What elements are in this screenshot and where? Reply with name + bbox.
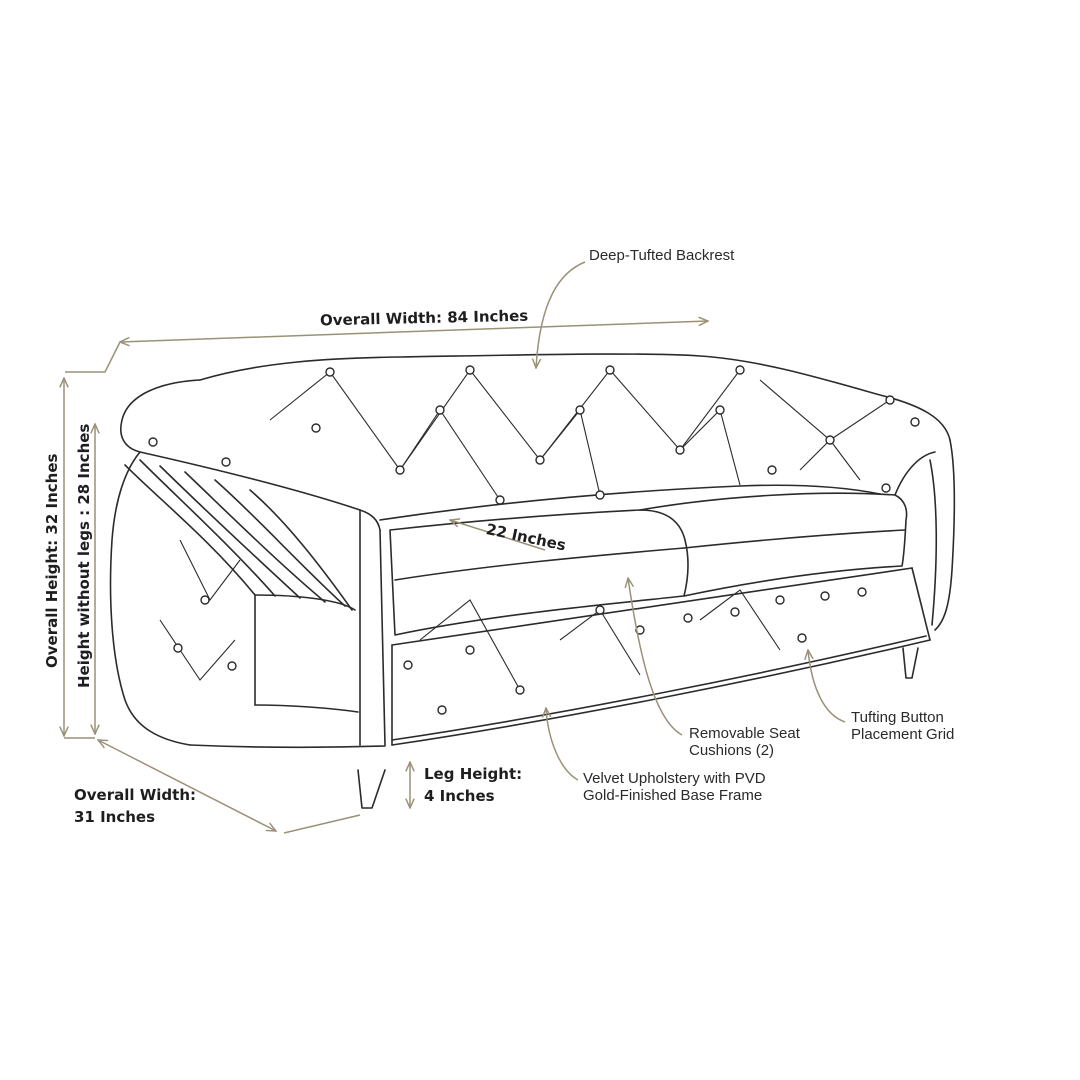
- tufting-callout: [808, 650, 846, 723]
- upholstery-label-line2: Gold-Finished Base Frame: [583, 787, 763, 805]
- cushions-label-line1: Removable Seat: [689, 725, 800, 742]
- tufting-label-line1: Tufting Button: [851, 709, 944, 726]
- backrest-outline: [199, 353, 951, 441]
- backrest-label: Deep-Tufted Backrest: [589, 247, 735, 264]
- cushions-callout: [628, 578, 683, 736]
- upholstery-callout: [546, 708, 579, 781]
- seat-cushion-right: [639, 492, 908, 597]
- depth-label-line1: Overall Width:: [74, 786, 196, 804]
- left-arm-outline: [120, 379, 381, 531]
- seat-depth-arrow: [450, 520, 546, 551]
- cushions-label-line2: Cushions (2): [689, 742, 775, 760]
- upholstery-label: Velvet Upholstery with PVD Gold-Finished…: [583, 770, 766, 805]
- leg-height-label: Leg Height: 4 Inches: [424, 764, 522, 808]
- depth-arrow: [98, 740, 276, 831]
- leg-front-right: [902, 647, 919, 679]
- tufting-label-line2: Placement Grid: [851, 726, 955, 744]
- overall-height-label: Overall Height: 32 Inches: [43, 453, 61, 668]
- leg-height-label-line2: 4 Inches: [424, 786, 495, 805]
- leg-front-left: [357, 769, 386, 809]
- dimension-lines: [64, 261, 846, 834]
- cushions-label: Removable Seat Cushions (2): [689, 725, 800, 760]
- tufting-buttons: [148, 365, 920, 715]
- front-rail: [391, 567, 913, 646]
- height-without-legs-label: Height without legs : 28 Inches: [75, 423, 93, 688]
- upholstery-label-line1: Velvet Upholstery with PVD: [583, 770, 766, 787]
- width-arrow: [120, 321, 708, 342]
- seat-cushion-left: [389, 509, 689, 636]
- leg-height-label-line1: Leg Height:: [424, 765, 523, 783]
- depth-label-line2: 31 Inches: [74, 807, 156, 826]
- depth-label: Overall Width: 31 Inches: [74, 785, 196, 829]
- right-arm-outline: [934, 439, 956, 631]
- tufting-label: Tufting Button Placement Grid: [851, 709, 954, 744]
- backrest-callout: [536, 261, 586, 368]
